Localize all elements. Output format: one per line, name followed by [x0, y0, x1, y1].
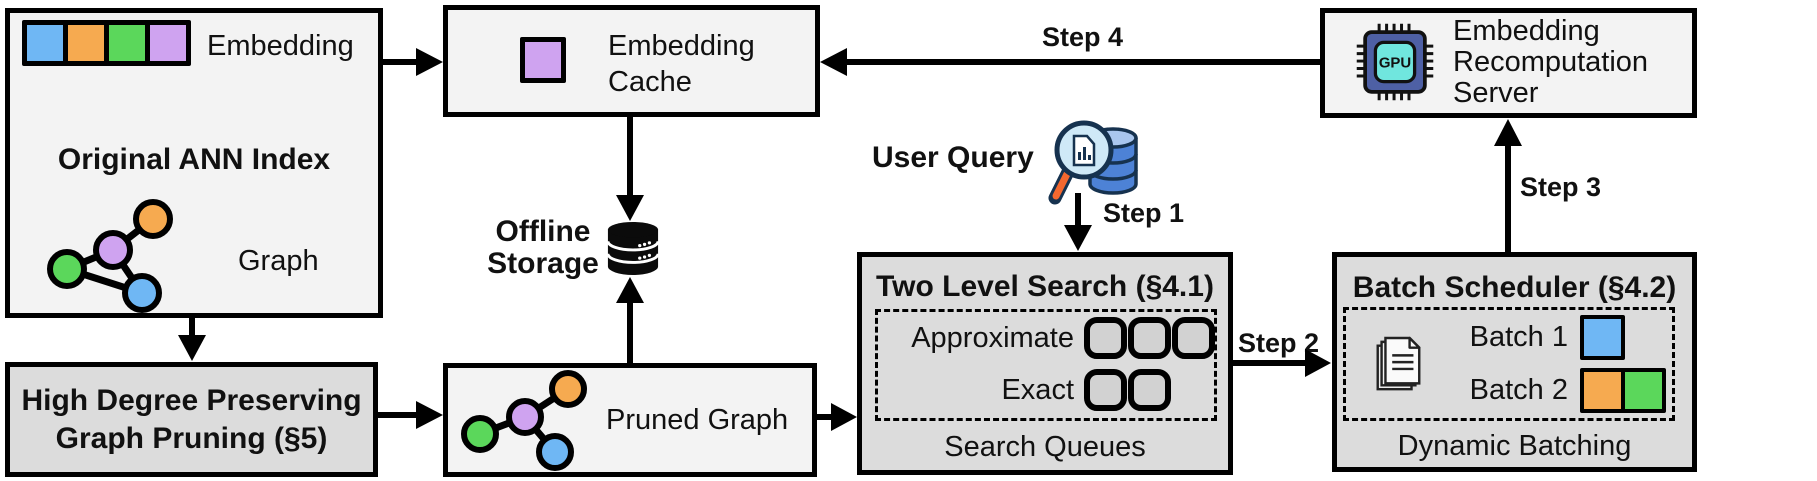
approximate-queue-slots — [1084, 317, 1215, 359]
step2-label: Step 2 — [1238, 328, 1320, 358]
recomputation-server-title: Embedding Recomputation Server — [1453, 15, 1649, 109]
embedding-vector-icon — [22, 20, 191, 66]
pruning-title-line2: Graph Pruning (§5) — [55, 421, 328, 455]
queue-slot — [1128, 317, 1171, 359]
pruned-graph-icon — [461, 370, 587, 471]
step3-label: Step 3 — [1520, 172, 1602, 202]
database-icon — [606, 221, 660, 275]
queue-slot — [1172, 317, 1215, 359]
embedding-cell-purple — [150, 25, 186, 61]
queue-slot — [1128, 369, 1171, 411]
offline-storage-label: Offline Storage — [487, 215, 599, 280]
approximate-label: Approximate — [911, 321, 1074, 354]
pruned-graph-box: Pruned Graph — [443, 363, 817, 477]
batch2-row: Batch 2 — [1456, 368, 1666, 413]
arrow-step3-scheduler-to-server — [1494, 119, 1522, 252]
original-ann-index-box: Embedding Original ANN Index Graph — [5, 8, 383, 318]
high-degree-pruning-box: High Degree Preserving Graph Pruning (§5… — [5, 362, 378, 477]
two-level-search-box: Two Level Search (§4.1) Approximate Exac… — [857, 252, 1233, 475]
documents-icon — [1376, 336, 1421, 391]
embedding-cell-green — [109, 25, 145, 61]
original-ann-index-title: Original ANN Index — [57, 143, 331, 176]
queue-slot — [1084, 317, 1127, 359]
pruning-title-line1: High Degree Preserving — [21, 383, 362, 417]
search-queues-panel: Approximate Exact — [875, 309, 1217, 421]
arrow-pruned-graph-to-storage — [616, 277, 644, 363]
two-level-search-title: Two Level Search (§4.1) — [876, 270, 1214, 303]
arrow-ann-to-pruning — [178, 318, 206, 361]
batch1-label: Batch 1 — [1469, 321, 1568, 353]
dynamic-batching-panel: Batch 1 Batch 2 — [1343, 307, 1675, 421]
batch2-squares — [1580, 368, 1666, 413]
queue-slot — [1084, 369, 1127, 411]
graph-label: Graph — [238, 245, 319, 277]
step1-label: Step 1 — [1103, 198, 1185, 228]
recomputation-server-box: GPU Embedding Recomputation Server — [1320, 8, 1697, 118]
arrow-pruning-to-pruned-graph — [378, 401, 443, 429]
dynamic-batching-footer: Dynamic Batching — [1397, 430, 1632, 462]
batch1-squares — [1580, 315, 1625, 360]
exact-label: Exact — [1001, 373, 1074, 406]
batch1-cell-blue — [1584, 319, 1621, 356]
step4-label: Step 4 — [1042, 22, 1124, 52]
arrow-cache-to-storage — [616, 117, 644, 221]
embedding-cell-orange — [68, 25, 104, 61]
batch1-row: Batch 1 — [1456, 315, 1625, 360]
embedding-cache-title: Embedding Cache — [608, 30, 755, 98]
embedding-cache-box: Embedding Cache — [443, 5, 820, 117]
query-search-icon — [1048, 120, 1138, 205]
arrow-ann-to-cache — [383, 48, 443, 76]
approximate-queue-row: Approximate — [882, 317, 1215, 359]
batch2-cell-green — [1625, 372, 1662, 409]
cache-cell-purple — [525, 42, 561, 78]
exact-queue-row: Exact — [882, 369, 1171, 411]
batch2-cell-orange — [1584, 372, 1621, 409]
batch-scheduler-box: Batch Scheduler (§4.2) Batch 1 Batch 2 — [1332, 252, 1697, 472]
cached-embedding-icon — [520, 37, 566, 83]
embedding-cell-blue — [27, 25, 63, 61]
batch2-label: Batch 2 — [1469, 374, 1568, 406]
search-queues-footer: Search Queues — [944, 431, 1146, 463]
gpu-chip-icon: GPU — [1356, 23, 1434, 101]
gpu-chip-label: GPU — [1379, 55, 1411, 72]
embedding-label: Embedding — [207, 30, 354, 62]
pruned-graph-label: Pruned Graph — [606, 404, 789, 436]
ann-graph-icon — [47, 199, 173, 313]
user-query-label: User Query — [872, 141, 1034, 174]
exact-queue-slots — [1084, 369, 1171, 411]
arrow-pruned-graph-to-search — [817, 403, 857, 431]
batch-scheduler-title: Batch Scheduler (§4.2) — [1352, 271, 1677, 304]
